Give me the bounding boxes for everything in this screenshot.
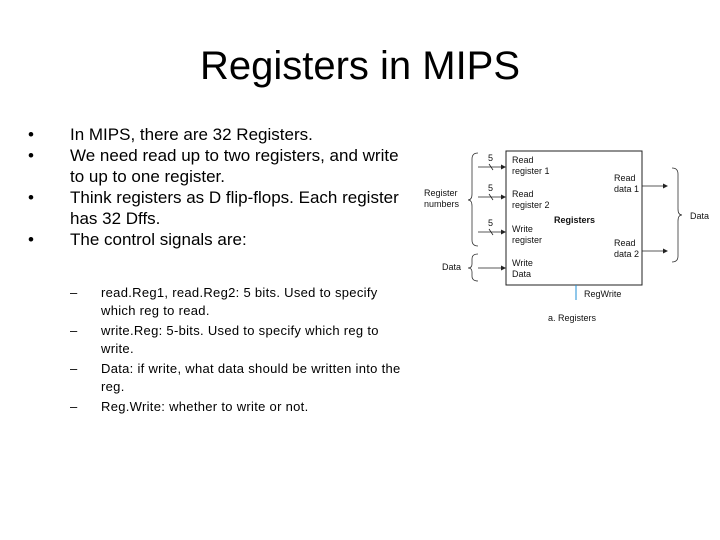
bullet-item: •Think registers as D flip-flops. Each r… bbox=[28, 188, 399, 228]
read-register-2-label: register 2 bbox=[512, 200, 550, 210]
read-register-1-label: register 1 bbox=[512, 166, 550, 176]
registers-label: Registers bbox=[554, 215, 595, 225]
bullet-list: •In MIPS, there are 32 Registers. •We ne… bbox=[28, 124, 408, 250]
read-register-1-label: Read bbox=[512, 155, 534, 165]
sub-bullet-item: –write.Reg: 5-bits. Used to specify whic… bbox=[70, 323, 379, 356]
bus-width-label: 5 bbox=[488, 183, 493, 193]
data-out-brace bbox=[671, 167, 683, 263]
read-register-2-label: Read bbox=[512, 189, 534, 199]
read-data-2-label: data 2 bbox=[614, 249, 639, 259]
write-data-label: Write bbox=[512, 258, 533, 268]
slide-title: Registers in MIPS bbox=[199, 44, 521, 88]
register-numbers-brace bbox=[467, 152, 479, 247]
bullet-item: •In MIPS, there are 32 Registers. bbox=[28, 125, 313, 144]
write-register-label: Write bbox=[512, 224, 533, 234]
data-in-label: Data bbox=[442, 262, 461, 272]
register-file-box bbox=[505, 150, 643, 286]
bullet-item: •The control signals are: bbox=[28, 230, 247, 249]
read-data-2-label: Read bbox=[614, 238, 636, 248]
write-data-label: Data bbox=[512, 269, 531, 279]
regwrite-label: RegWrite bbox=[584, 289, 621, 299]
register-numbers-label: numbers bbox=[424, 199, 460, 209]
diagram-caption: a. Registers bbox=[548, 313, 597, 323]
sub-bullet-list: –read.Reg1, read.Reg2: 5 bits. Used to s… bbox=[70, 277, 410, 418]
bus-width-label: 5 bbox=[488, 218, 493, 228]
data-in-brace bbox=[467, 253, 479, 282]
bullet-item: •We need read up to two registers, and w… bbox=[28, 146, 399, 186]
read-data-1-label: data 1 bbox=[614, 184, 639, 194]
sub-bullet-item: –Data: if write, what data should be wri… bbox=[70, 361, 401, 394]
sub-bullet-item: –Reg.Write: whether to write or not. bbox=[70, 399, 309, 414]
sub-bullet-item: –read.Reg1, read.Reg2: 5 bits. Used to s… bbox=[70, 285, 378, 318]
data-out-label: Data bbox=[690, 211, 709, 221]
read-data-1-label: Read bbox=[614, 173, 636, 183]
register-numbers-label: Register bbox=[424, 188, 458, 198]
bus-width-label: 5 bbox=[488, 153, 493, 163]
write-register-label: register bbox=[512, 235, 542, 245]
